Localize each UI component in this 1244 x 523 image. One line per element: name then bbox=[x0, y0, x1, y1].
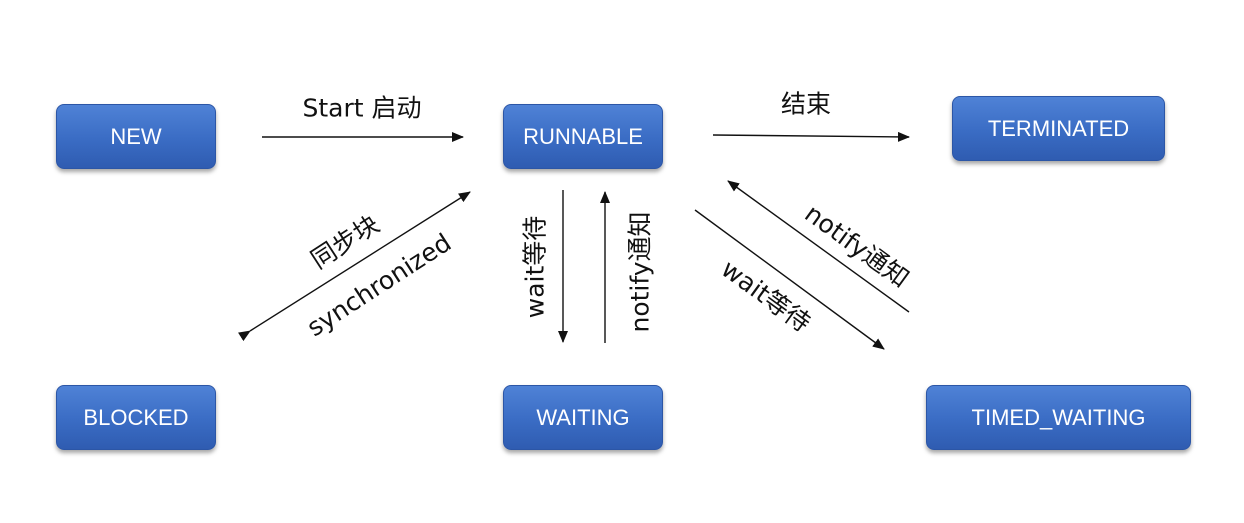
arrow-timed-waiting-to-runnable bbox=[727, 180, 910, 313]
label-end: 结束 bbox=[780, 89, 832, 119]
arrow-runnable-to-terminated bbox=[712, 131, 910, 142]
state-terminated: TERMINATED bbox=[952, 96, 1165, 161]
state-timed-waiting: TIMED_WAITING bbox=[926, 385, 1191, 450]
arrow-runnable-to-timed-waiting bbox=[694, 209, 885, 350]
state-blocked: BLOCKED bbox=[56, 385, 216, 450]
state-runnable: RUNNABLE bbox=[503, 104, 663, 169]
state-waiting: WAITING bbox=[503, 385, 663, 450]
state-new: NEW bbox=[56, 104, 216, 169]
label-wait-vertical: wait等待 bbox=[520, 215, 550, 319]
arrow-blocked-runnable-bidirectional bbox=[238, 191, 471, 342]
label-start: Start 启动 bbox=[302, 93, 422, 123]
label-notify-vertical: notify通知 bbox=[625, 211, 655, 333]
